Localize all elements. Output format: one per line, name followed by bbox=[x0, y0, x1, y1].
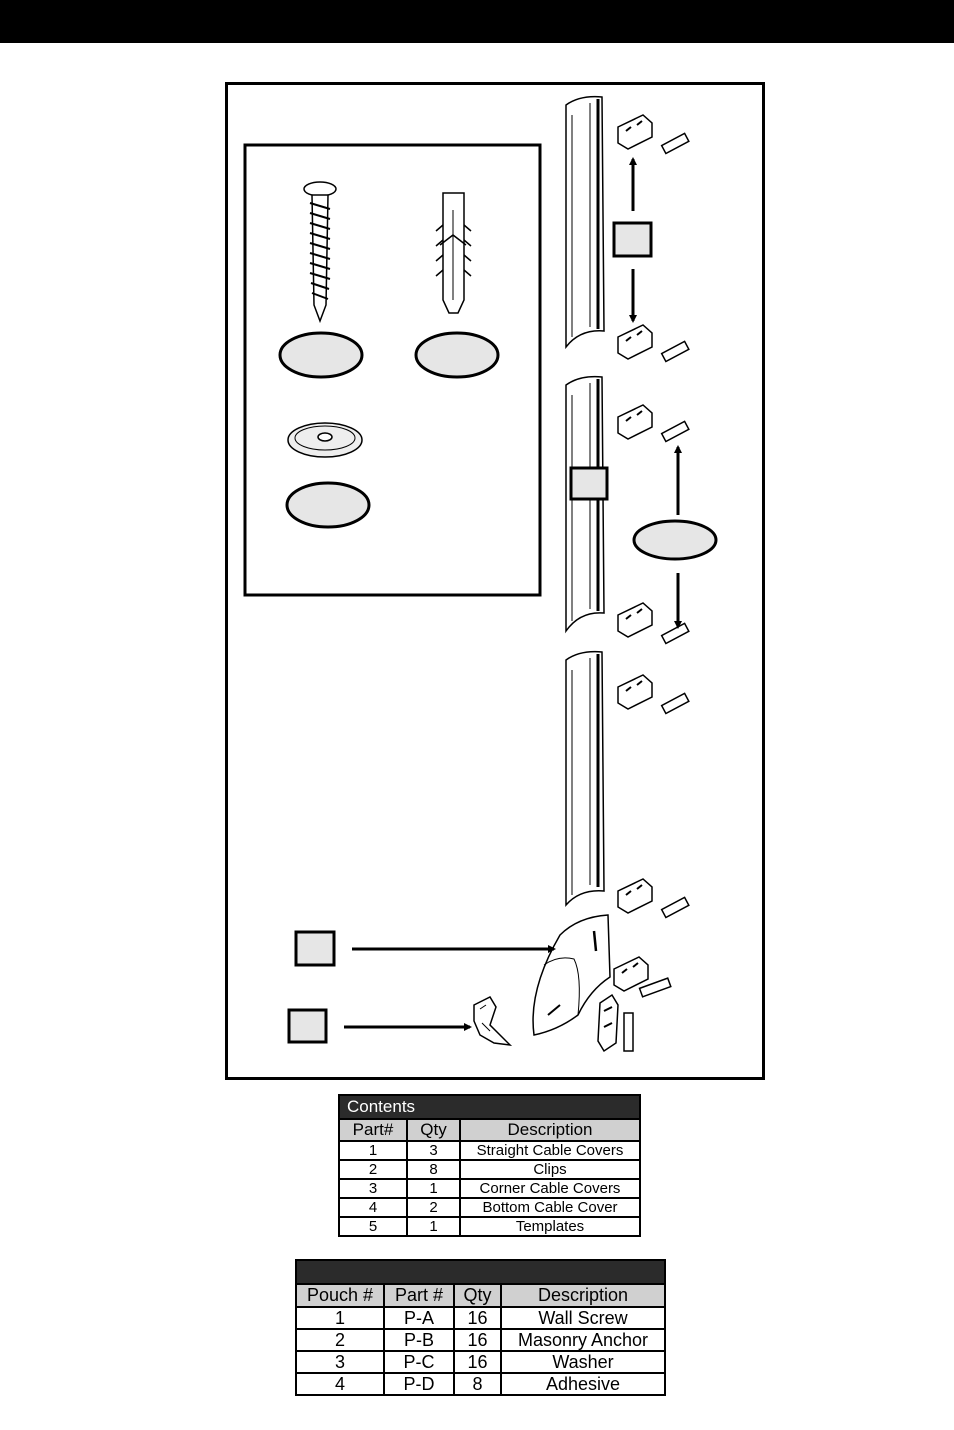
label-box-corner-cover bbox=[294, 930, 336, 967]
adhesive-pad-icon bbox=[660, 692, 690, 715]
table-cell: 1 bbox=[338, 1140, 408, 1161]
exploded-assembly-diagram bbox=[243, 95, 718, 1053]
table-cell: P-A bbox=[383, 1306, 455, 1330]
clip-icon bbox=[617, 674, 653, 710]
hardware-title bbox=[295, 1259, 666, 1285]
table-cell: P-C bbox=[383, 1350, 455, 1374]
table-row: 2 P-B 16 Masonry Anchor bbox=[295, 1328, 666, 1352]
adhesive-pad-icon bbox=[660, 622, 690, 645]
column-header: Description bbox=[500, 1283, 666, 1308]
column-header: Pouch # bbox=[295, 1283, 385, 1308]
table-cell: 8 bbox=[406, 1159, 461, 1180]
table-cell: Adhesive bbox=[500, 1372, 666, 1396]
label-oval-screw bbox=[278, 331, 364, 379]
contents-title: Contents bbox=[338, 1094, 641, 1120]
hardware-table: Pouch # Part # Qty Description 1 P-A 16 … bbox=[295, 1259, 666, 1396]
table-cell: Washer bbox=[500, 1350, 666, 1374]
table-cell: 4 bbox=[295, 1372, 385, 1396]
column-header: Qty bbox=[453, 1283, 502, 1308]
table-cell: 1 bbox=[406, 1216, 461, 1237]
table-cell: 3 bbox=[406, 1140, 461, 1161]
table-cell: 2 bbox=[295, 1328, 385, 1352]
table-cell: P-D bbox=[383, 1372, 455, 1396]
table-cell: 2 bbox=[406, 1197, 461, 1218]
table-cell: Straight Cable Covers bbox=[459, 1140, 641, 1161]
top-header-bar bbox=[0, 0, 954, 43]
table-row: 5 1 Templates bbox=[338, 1216, 641, 1237]
adhesive-pad-icon bbox=[623, 1012, 634, 1052]
label-box-straight-cover bbox=[612, 221, 653, 258]
clip-icon bbox=[617, 324, 653, 360]
contents-table: Contents Part# Qty Description 1 3 Strai… bbox=[338, 1094, 641, 1237]
table-cell: Corner Cable Covers bbox=[459, 1178, 641, 1199]
adhesive-pad-icon bbox=[638, 977, 672, 998]
table-cell: 16 bbox=[453, 1306, 502, 1330]
column-header: Part # bbox=[383, 1283, 455, 1308]
table-cell: 4 bbox=[338, 1197, 408, 1218]
straight-cable-cover-top bbox=[565, 95, 605, 350]
column-header: Qty bbox=[406, 1118, 461, 1142]
table-cell: 3 bbox=[338, 1178, 408, 1199]
label-oval-anchor bbox=[414, 331, 500, 379]
table-cell: Masonry Anchor bbox=[500, 1328, 666, 1352]
wall-screw-icon bbox=[303, 181, 337, 324]
table-row: 1 3 Straight Cable Covers bbox=[338, 1140, 641, 1161]
bottom-cable-cover bbox=[473, 996, 513, 1047]
table-cell: 2 bbox=[338, 1159, 408, 1180]
table-cell: 1 bbox=[295, 1306, 385, 1330]
exploded-diagram-frame bbox=[225, 82, 765, 1080]
table-row: 2 8 Clips bbox=[338, 1159, 641, 1180]
straight-cable-cover-bottom bbox=[565, 650, 605, 907]
table-cell: Wall Screw bbox=[500, 1306, 666, 1330]
table-cell: 16 bbox=[453, 1350, 502, 1374]
table-cell: 3 bbox=[295, 1350, 385, 1374]
table-row: 3 P-C 16 Washer bbox=[295, 1350, 666, 1374]
clip-icon bbox=[617, 404, 653, 440]
table-cell: 1 bbox=[406, 1178, 461, 1199]
adhesive-pad-icon bbox=[660, 420, 690, 443]
adhesive-pad-icon bbox=[660, 340, 690, 363]
label-oval-washer bbox=[285, 481, 371, 529]
adhesive-pad-icon bbox=[660, 896, 690, 919]
table-cell: Templates bbox=[459, 1216, 641, 1237]
label-oval-adhesive bbox=[632, 519, 718, 561]
table-cell: P-B bbox=[383, 1328, 455, 1352]
clip-icon bbox=[617, 114, 653, 150]
adhesive-pad-icon bbox=[660, 132, 690, 155]
table-cell: Bottom Cable Cover bbox=[459, 1197, 641, 1218]
clip-icon bbox=[597, 993, 619, 1053]
clip-icon bbox=[617, 878, 653, 914]
label-box-bottom-cover bbox=[287, 1008, 328, 1044]
clip-icon bbox=[617, 602, 653, 638]
table-row: 1 P-A 16 Wall Screw bbox=[295, 1306, 666, 1330]
table-row: 4 2 Bottom Cable Cover bbox=[338, 1197, 641, 1218]
clip-icon bbox=[613, 956, 649, 992]
column-header: Part# bbox=[338, 1118, 408, 1142]
table-row: 4 P-D 8 Adhesive bbox=[295, 1372, 666, 1396]
table-row: 3 1 Corner Cable Covers bbox=[338, 1178, 641, 1199]
table-cell: 16 bbox=[453, 1328, 502, 1352]
washer-icon bbox=[287, 422, 363, 458]
corner-cable-cover bbox=[532, 914, 611, 1036]
label-box-straight-cover bbox=[569, 466, 609, 501]
straight-cable-cover-middle bbox=[565, 375, 605, 634]
table-cell: 8 bbox=[453, 1372, 502, 1396]
table-cell: Clips bbox=[459, 1159, 641, 1180]
table-cell: 5 bbox=[338, 1216, 408, 1237]
column-header: Description bbox=[459, 1118, 641, 1142]
masonry-anchor-icon bbox=[435, 192, 472, 314]
